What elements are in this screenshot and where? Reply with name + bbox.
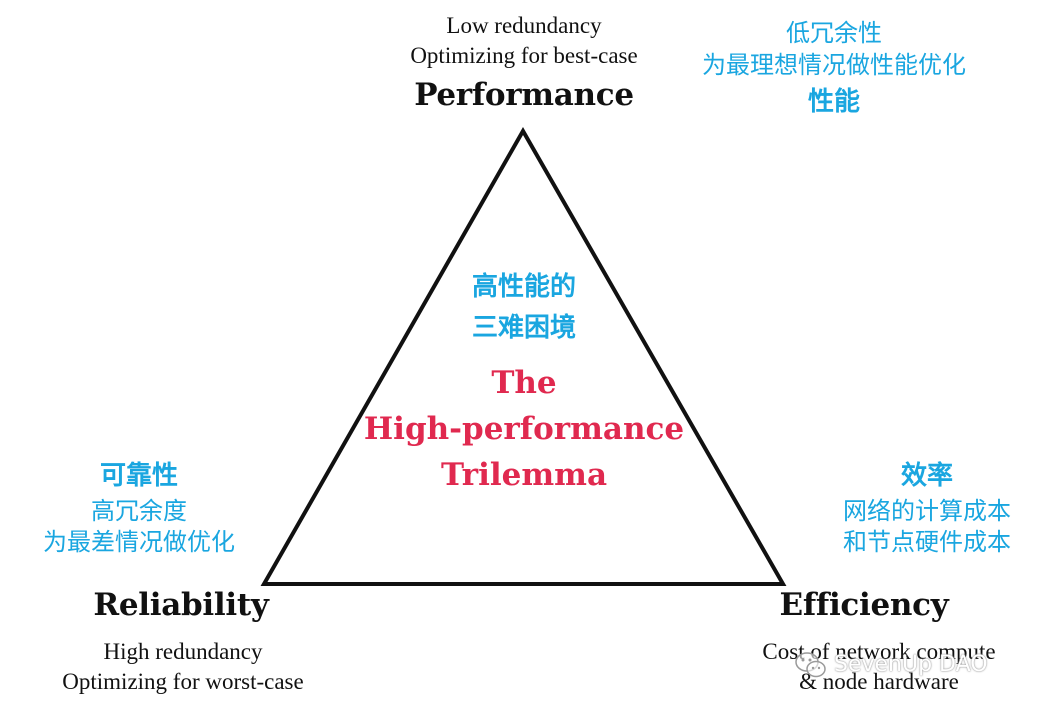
reliability-title: Reliability [93,587,269,623]
efficiency-sub-line2: & node hardware [799,669,959,694]
efficiency-cn-title: 效率 [900,461,953,491]
watermark-text: SevenUp DAO [834,652,988,677]
center-cn-line1: 高性能的 [471,272,576,302]
center-en-line1: The [491,365,557,401]
performance-title: Performance [414,77,634,113]
reliability-cn-line2: 为最差情况做优化 [43,528,235,556]
performance-sub-line1: Low redundancy [446,13,602,38]
reliability-sub-line1: High redundancy [103,639,263,664]
performance-sub-line2: Optimizing for best-case [410,43,638,68]
efficiency-cn-line1: 网络的计算成本 [843,497,1011,525]
center-en-line2: High-performance [363,411,685,447]
center-en-line3: Trilemma [440,457,608,493]
reliability-cn-title: 可靠性 [99,461,178,491]
efficiency-cn-line2: 和节点硬件成本 [843,528,1011,556]
reliability-sub-line2: Optimizing for worst-case [62,669,304,694]
reliability-cn-line1: 高冗余度 [91,497,187,525]
performance-cn-line2: 为最理想情况做性能优化 [702,51,966,79]
efficiency-title: Efficiency [779,587,949,623]
performance-cn-line1: 低冗余性 [786,19,882,47]
wechat-icon [795,652,826,678]
triangle-outline [260,126,787,586]
center-cn-line2: 三难困境 [471,313,576,343]
performance-cn-title: 性能 [807,87,860,117]
